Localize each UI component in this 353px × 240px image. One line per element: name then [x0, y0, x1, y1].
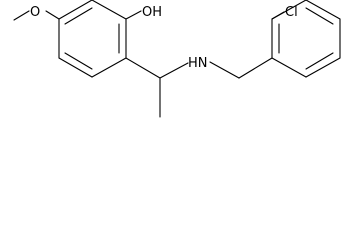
bond-methylene-to-ring: [238, 57, 273, 79]
ring-bond-1: [58, 0, 93, 20]
ring-bond-2: [91, 0, 127, 20]
molecule-structure-diagram: O OH HN Cl: [13, 0, 341, 118]
ring2-bond-5-inner: [305, 52, 334, 70]
ring2-bond-3-inner: [305, 7, 334, 25]
atom-label-chlorine: Cl: [285, 5, 298, 20]
ring2-bond-3: [305, 0, 341, 20]
atom-label-hydroxyl: OH: [142, 5, 162, 20]
bond-ring-to-hydroxyl: [125, 10, 142, 20]
ring2-bond-6: [271, 57, 307, 78]
ring-bond-5: [58, 57, 93, 78]
ring-bond-4: [91, 57, 127, 78]
phenol-ring: [58, 0, 127, 78]
bond-chiral-carbon-to-nitrogen: [159, 62, 189, 79]
ring2-bond-5: [305, 57, 341, 78]
bond-nitrogen-to-methylene: [209, 61, 240, 79]
atom-label-amine: HN: [188, 56, 208, 71]
ring-bond-5-inner: [64, 52, 93, 70]
bond-ring-to-chiral-carbon: [125, 57, 161, 79]
ring-bond-1-inner: [64, 7, 93, 25]
chlorophenyl-ring: [271, 0, 341, 78]
bond-oxygen-to-ring: [45, 10, 60, 20]
atom-label-methoxy-oxygen: O: [30, 5, 40, 20]
bond-methyl-to-oxygen: [13, 10, 30, 21]
bond-ring-to-chlorine: [271, 11, 285, 20]
